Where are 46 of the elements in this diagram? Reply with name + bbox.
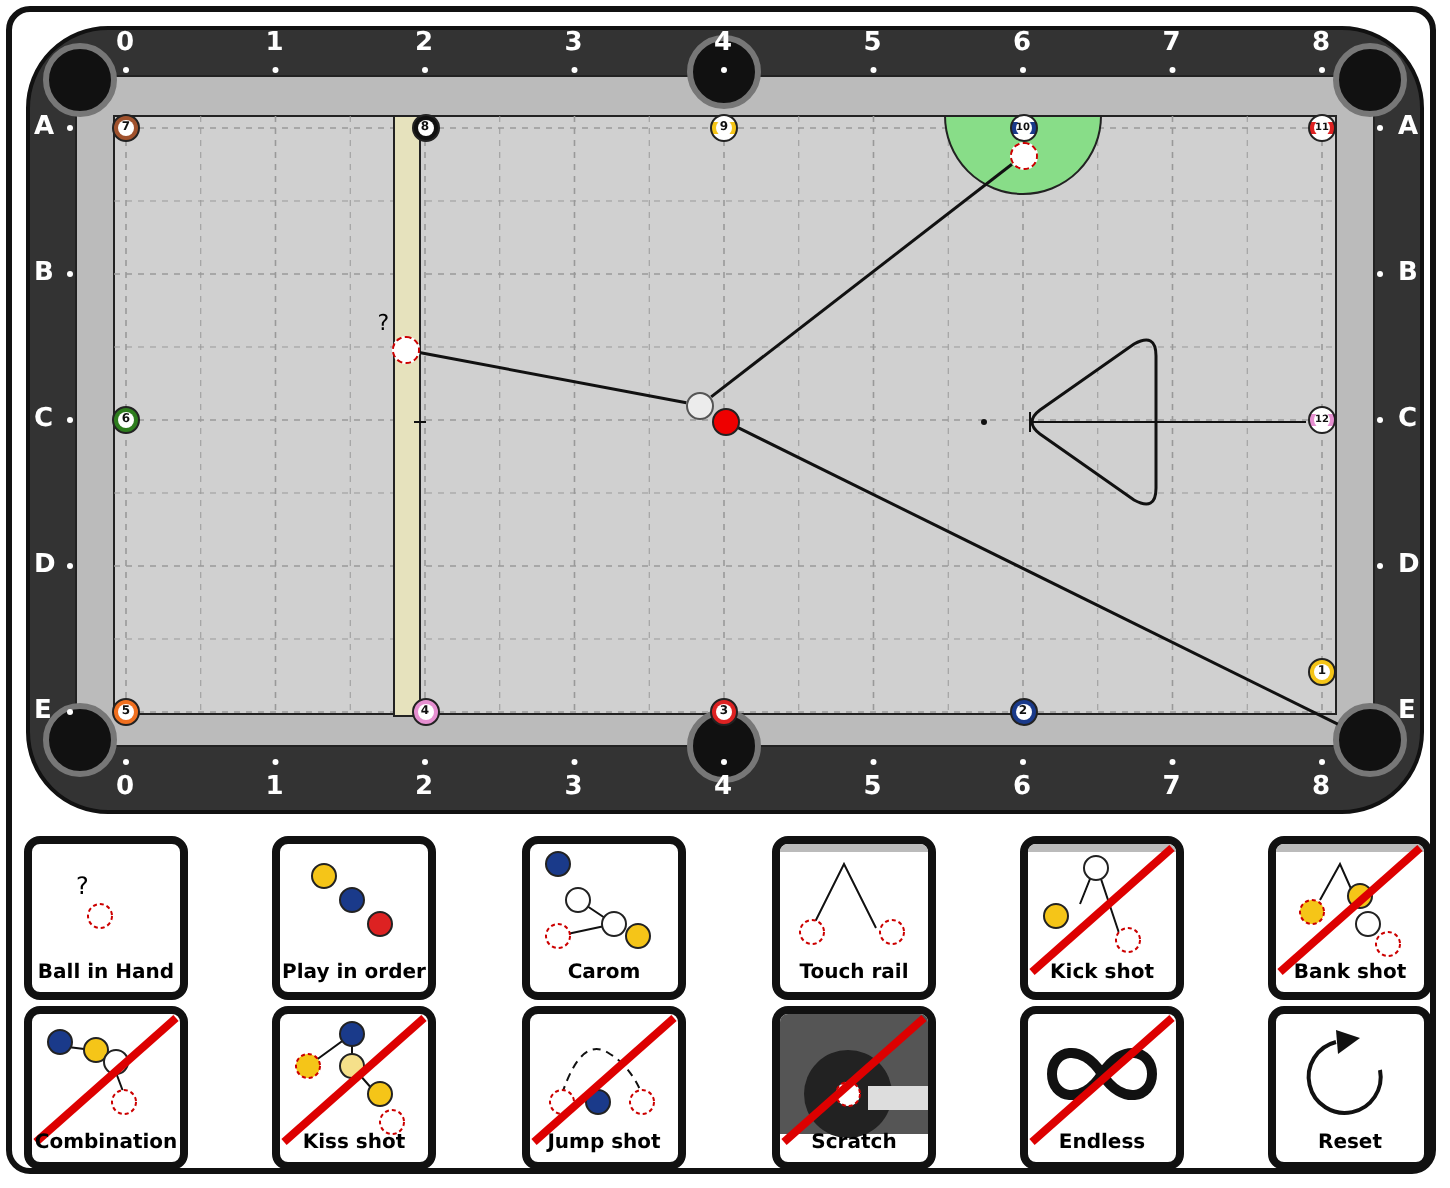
- column-number: 2: [415, 30, 434, 56]
- option-button: Combination: [24, 1006, 188, 1170]
- column-number: 6: [1013, 774, 1032, 800]
- option-button: Endless: [1020, 1006, 1184, 1170]
- column-number: 1: [265, 30, 284, 56]
- option-button: Jump shot: [522, 1006, 686, 1170]
- row-letter: C: [1398, 406, 1418, 432]
- row-letter: A: [34, 114, 55, 140]
- column-number: 8: [1312, 774, 1331, 800]
- column-number: 4: [714, 30, 733, 56]
- shot-line: [737, 426, 1339, 726]
- row-letter: E: [34, 698, 52, 724]
- column-number: 0: [116, 30, 135, 56]
- column-number: 8: [1312, 30, 1331, 56]
- row-letter: C: [34, 406, 54, 432]
- column-number: 0: [116, 774, 135, 800]
- column-number: 7: [1162, 30, 1181, 56]
- column-number: 6: [1013, 30, 1032, 56]
- row-letter: D: [34, 552, 56, 578]
- question-mark: ?: [76, 872, 89, 900]
- row-letter: E: [1398, 698, 1416, 724]
- shot-line: [710, 163, 1013, 399]
- row-letter: D: [1398, 552, 1420, 578]
- option-button: Kiss shot: [272, 1006, 436, 1170]
- option-button: Carom: [522, 836, 686, 1000]
- row-letter: B: [34, 260, 54, 286]
- option-button: Reset: [1268, 1006, 1432, 1170]
- row-letter: B: [1398, 260, 1418, 286]
- column-number: 5: [863, 30, 882, 56]
- column-number: 2: [415, 774, 434, 800]
- row-letter: A: [1398, 114, 1419, 140]
- column-number: 1: [265, 774, 284, 800]
- column-number: 3: [564, 30, 583, 56]
- option-button: Touch rail: [772, 836, 936, 1000]
- ghost-ball: [686, 391, 715, 420]
- column-number: 4: [714, 774, 733, 800]
- shot-line: [419, 351, 687, 405]
- option-button: Bank shot: [1268, 836, 1432, 1000]
- column-number: 3: [564, 774, 583, 800]
- question-mark: ?: [377, 309, 390, 336]
- column-number: 5: [863, 774, 882, 800]
- option-button: Play in order: [272, 836, 436, 1000]
- option-button: Scratch: [772, 1006, 936, 1170]
- column-number: 7: [1162, 774, 1181, 800]
- option-button: ? Ball in Hand: [24, 836, 188, 1000]
- option-button: Kick shot: [1020, 836, 1184, 1000]
